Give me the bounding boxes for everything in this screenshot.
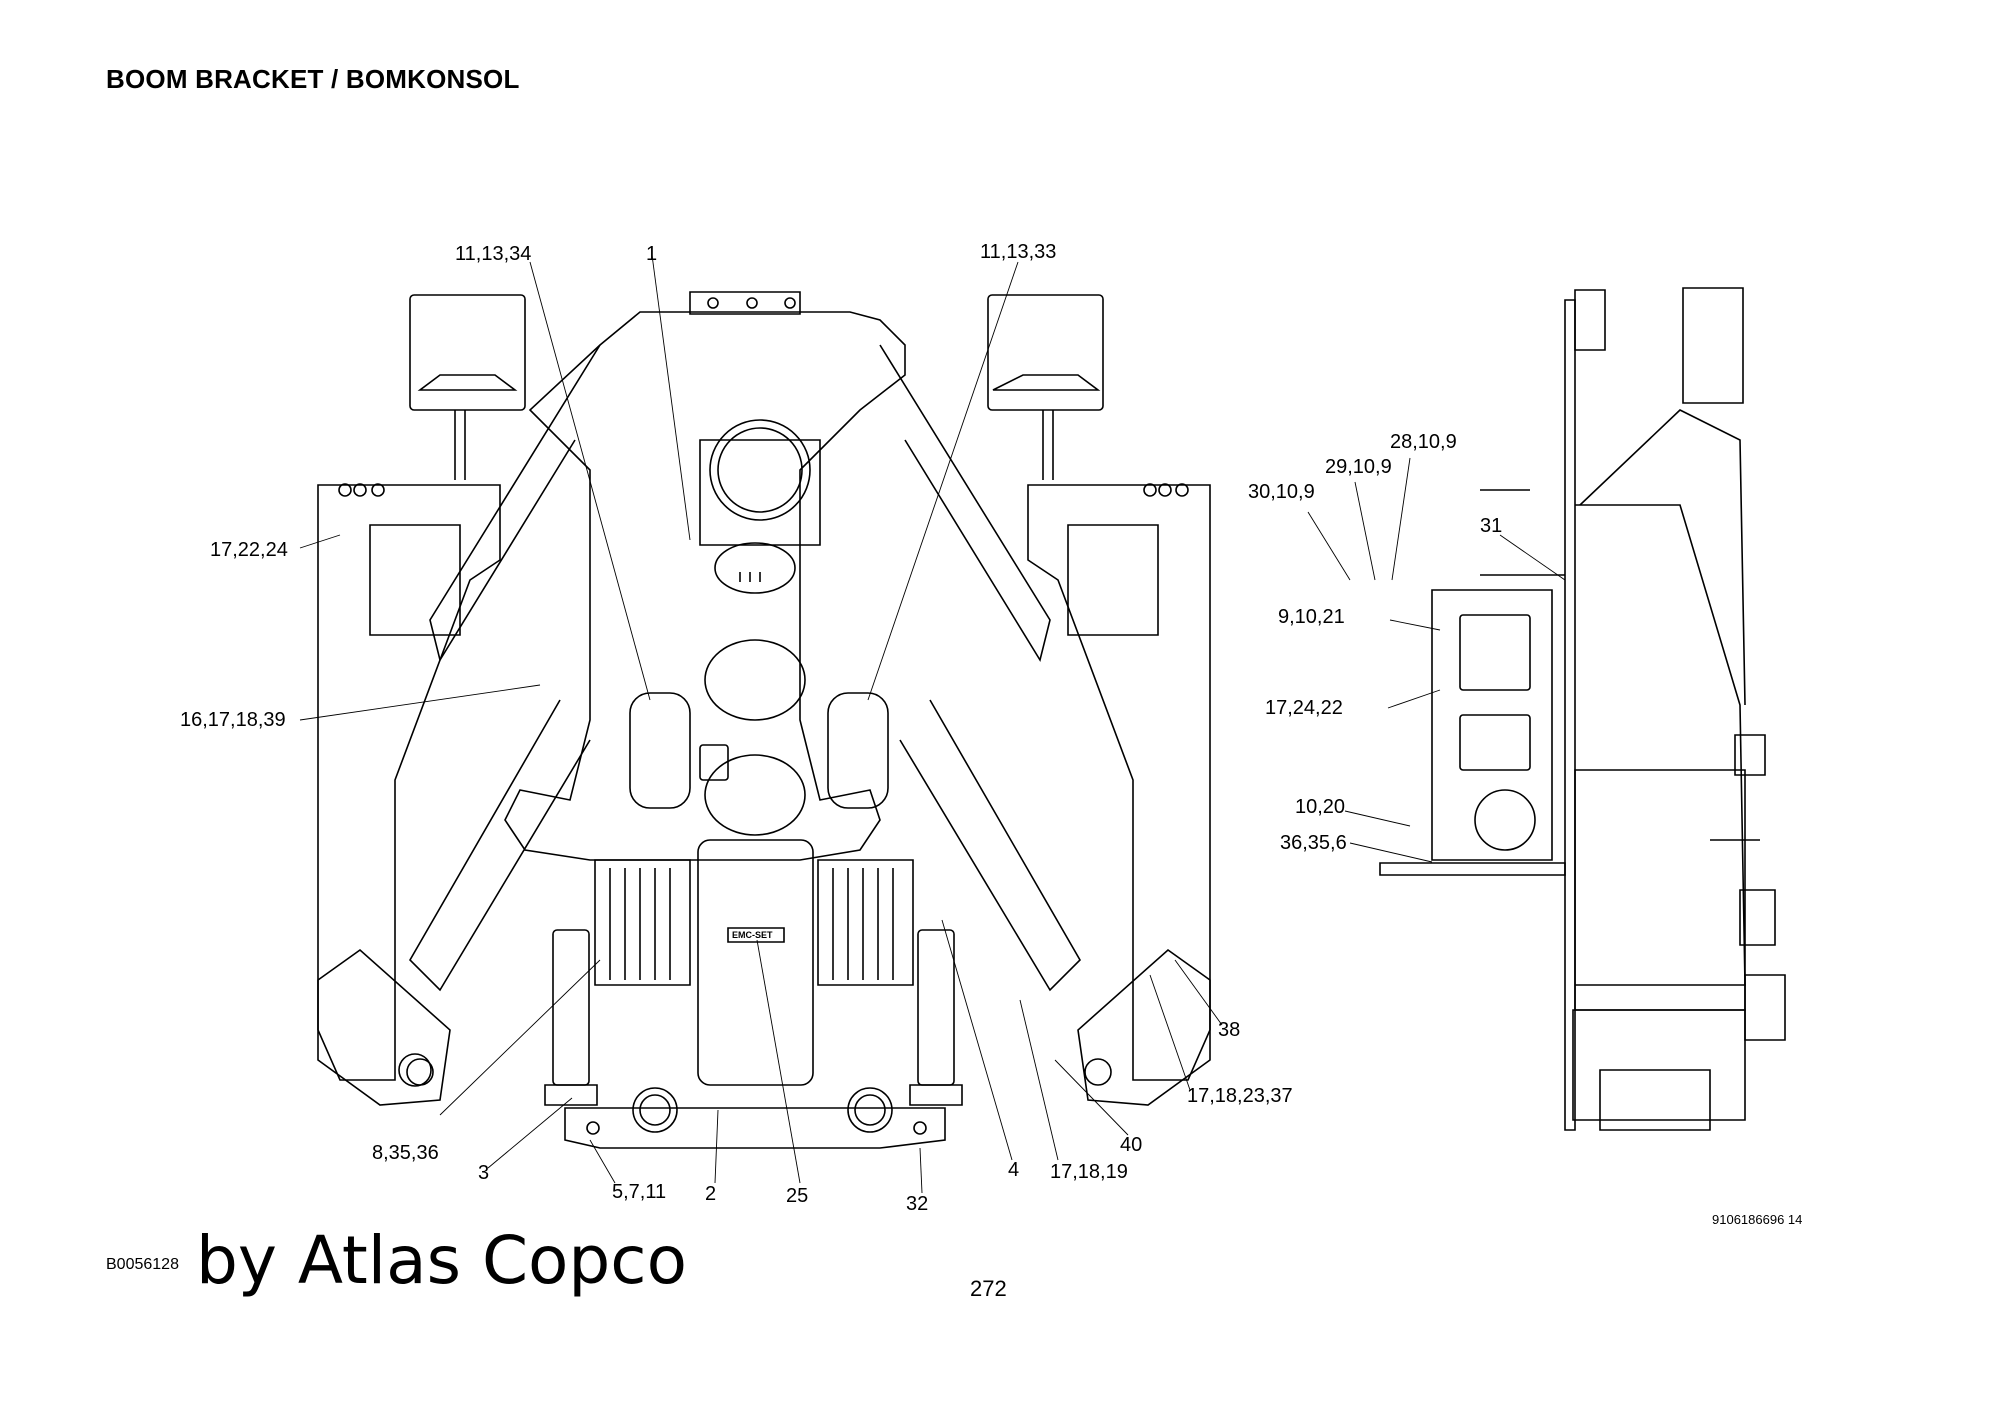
left-side-frame [318,295,525,1105]
callout-36-35-6: 36,35,6 [1280,832,1347,854]
page-title: BOOM BRACKET / BOMKONSOL [106,64,520,94]
bracket-body [505,292,905,860]
credit-text: by Atlas Copco [196,1222,687,1299]
callout-17-18-19: 17,18,19 [1050,1161,1128,1183]
page-number: 272 [970,1276,1007,1301]
callout-40: 40 [1120,1134,1143,1156]
emc-set-plate [698,840,813,1085]
callout-8-35-36: 8,35,36 [372,1142,439,1164]
callout-11-13-33: 11,13,33 [980,241,1057,263]
callout-1: 1 [646,243,658,265]
callout-29-10-9: 29,10,9 [1325,456,1392,478]
callout-25: 25 [786,1185,809,1207]
callout-3: 3 [478,1162,490,1184]
callout-9-10-21: 9,10,21 [1278,606,1345,628]
callout-10-20: 10,20 [1295,796,1346,818]
bracket-arms [410,345,1080,990]
callout-17-22-24: 17,22,24 [210,539,288,561]
side-view [1380,288,1785,1130]
callout-11-13-34: 11,13,34 [455,243,532,265]
right-side-frame [988,295,1210,1105]
leader-lines [300,255,1565,1193]
lower-cylinders [545,930,962,1105]
callout-2: 2 [705,1183,717,1205]
callout-38: 38 [1218,1019,1241,1041]
callout-32: 32 [906,1193,929,1215]
callout-5-7-11: 5,7,11 [612,1181,667,1203]
callout-17-18-23-37: 17,18,23,37 [1187,1085,1293,1107]
callout-17-24-22: 17,24,22 [1265,697,1343,719]
valve-manifolds [595,693,913,985]
bracket-base [565,1088,945,1148]
callout-16-17-18-39: 16,17,18,39 [180,709,286,731]
callout-4: 4 [1008,1159,1020,1181]
image-reference: B0056128 [106,1256,179,1273]
callout-28-10-9: 28,10,9 [1390,431,1457,453]
callout-30-10-9: 30,10,9 [1248,481,1315,503]
callout-31: 31 [1480,515,1503,537]
document-reference: 9106186696 14 [1712,1212,1803,1227]
emc-set-label: EMC-SET [732,930,773,940]
